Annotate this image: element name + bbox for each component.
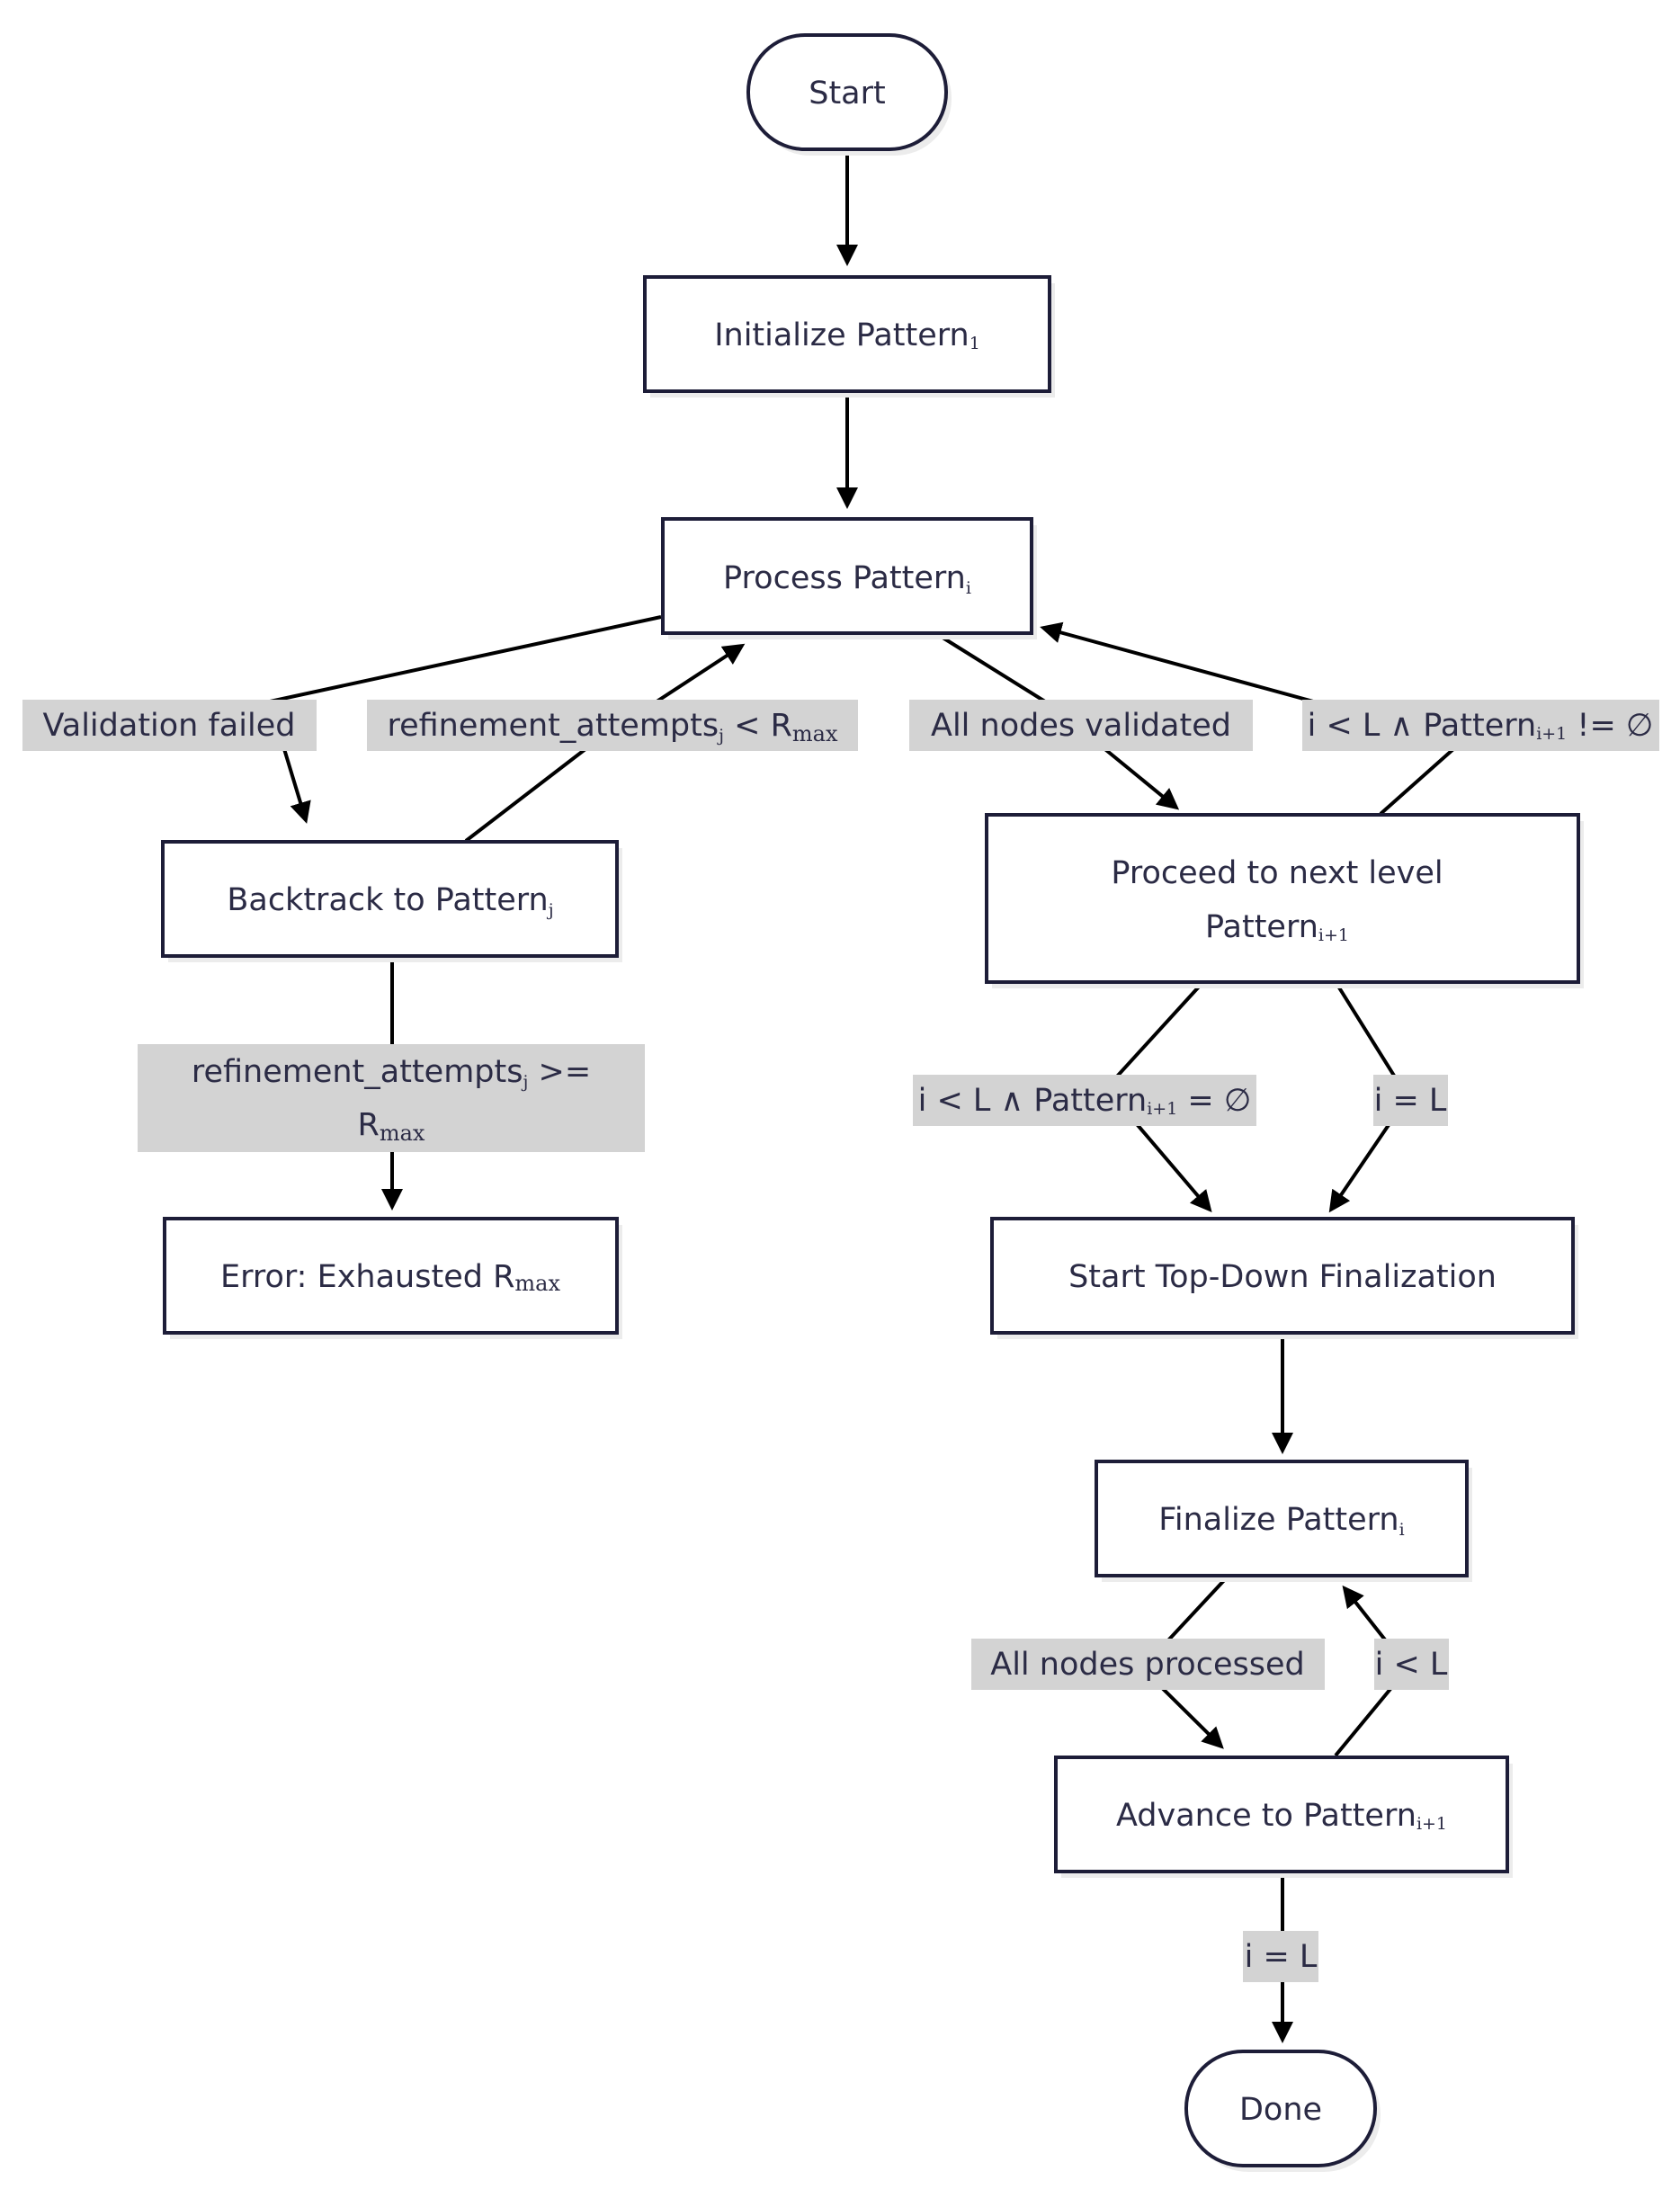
svg-text:Finalize Patterni: Finalize Patterni xyxy=(1158,1502,1404,1540)
svg-text:i < L ∧ Patterni+1 = ∅: i < L ∧ Patterni+1 = ∅ xyxy=(918,1083,1252,1119)
label-refine-ge-b: >= xyxy=(528,1054,591,1090)
node-topdown: Start Top-Down Finalization xyxy=(990,1217,1578,1339)
node-done: Done xyxy=(1184,2050,1381,2172)
label-validation-failed-text: Validation failed xyxy=(43,708,296,744)
label-i-eq-L-1-text: i = L xyxy=(1374,1083,1447,1119)
node-initialize-sub: 1 xyxy=(970,334,980,353)
node-topdown-label: Start Top-Down Finalization xyxy=(1068,1259,1497,1295)
label-i-eq-L-2-text: i = L xyxy=(1245,1939,1318,1975)
label-next-empty-asub: i+1 xyxy=(1147,1099,1177,1119)
node-finalize-sub: i xyxy=(1399,1520,1405,1540)
node-error-label: Error: Exhausted R xyxy=(220,1259,514,1295)
label-next-empty: i < L ∧ Patterni+1 = ∅ xyxy=(913,1075,1256,1126)
label-next-empty-b: = ∅ xyxy=(1177,1083,1251,1119)
label-next-nonempty-b: != ∅ xyxy=(1567,708,1653,744)
label-next-nonempty: i < L ∧ Patterni+1 != ∅ xyxy=(1302,700,1659,751)
label-refine-ge-line2: R xyxy=(358,1107,380,1143)
svg-text:Patterni+1: Patterni+1 xyxy=(1205,909,1349,945)
label-refine-lt-asub: j xyxy=(717,726,724,746)
svg-text:Advance to Patterni+1: Advance to Patterni+1 xyxy=(1116,1798,1447,1834)
svg-text:refinement_attemptsj >=: refinement_attemptsj >= xyxy=(192,1054,591,1092)
node-backtrack: Backtrack to Patternj xyxy=(161,840,622,962)
node-process: Process Patterni xyxy=(661,517,1037,639)
node-initialize-label: Initialize Pattern xyxy=(714,317,970,353)
label-refine-ge-line2sub: max xyxy=(380,1121,425,1146)
node-error-sub: max xyxy=(514,1271,560,1296)
svg-text:refinement_attemptsj < Rmax: refinement_attemptsj < Rmax xyxy=(387,708,838,746)
node-proceed-sub: i+1 xyxy=(1318,925,1349,945)
node-start: Start xyxy=(746,33,952,156)
node-proceed: Proceed to next level Patterni+1 xyxy=(985,813,1584,988)
node-finalize: Finalize Patterni xyxy=(1095,1460,1472,1582)
node-finalize-label: Finalize Pattern xyxy=(1158,1502,1399,1538)
label-i-eq-L-1: i = L xyxy=(1373,1075,1448,1126)
node-backtrack-label: Backtrack to Pattern xyxy=(227,882,548,918)
label-refine-lt: refinement_attemptsj < Rmax xyxy=(367,700,858,751)
node-advance-sub: i+1 xyxy=(1416,1814,1447,1834)
node-advance: Advance to Patterni+1 xyxy=(1054,1756,1513,1878)
node-done-label: Done xyxy=(1239,2092,1322,2128)
node-process-sub: i xyxy=(966,578,971,598)
label-i-lt-L: i < L xyxy=(1374,1639,1449,1690)
label-refine-lt-bsub: max xyxy=(792,721,838,746)
label-refine-ge-asub: j xyxy=(521,1072,528,1092)
svg-text:Process Patterni: Process Patterni xyxy=(723,560,971,598)
svg-text:i < L ∧ Patterni+1 != ∅: i < L ∧ Patterni+1 != ∅ xyxy=(1308,708,1654,744)
node-proceed-line1: Proceed to next level xyxy=(1111,855,1443,891)
label-refine-lt-b: < R xyxy=(724,708,792,744)
node-error: Error: Exhausted Rmax xyxy=(163,1217,622,1339)
label-refine-ge: refinement_attemptsj >= Rmax xyxy=(138,1044,645,1152)
label-next-nonempty-asub: i+1 xyxy=(1536,724,1567,744)
label-all-processed-text: All nodes processed xyxy=(990,1647,1304,1683)
node-process-label: Process Pattern xyxy=(723,560,966,596)
node-backtrack-sub: j xyxy=(547,900,554,920)
svg-text:Initialize Pattern1: Initialize Pattern1 xyxy=(714,317,980,353)
label-validation-failed: Validation failed xyxy=(22,700,317,751)
svg-text:Error: Exhausted Rmax: Error: Exhausted Rmax xyxy=(220,1259,560,1296)
label-refine-lt-a: refinement_attempts xyxy=(387,708,719,744)
label-i-lt-L-text: i < L xyxy=(1375,1647,1448,1683)
label-all-validated-text: All nodes validated xyxy=(931,708,1231,744)
label-refine-ge-a: refinement_attempts xyxy=(192,1054,523,1090)
svg-text:Backtrack to Patternj: Backtrack to Patternj xyxy=(227,882,553,920)
node-initialize: Initialize Pattern1 xyxy=(643,275,1055,398)
label-i-eq-L-2: i = L xyxy=(1243,1931,1318,1982)
node-advance-label: Advance to Pattern xyxy=(1116,1798,1416,1834)
node-start-label: Start xyxy=(809,76,886,112)
label-all-processed: All nodes processed xyxy=(971,1639,1325,1690)
node-proceed-line2: Pattern xyxy=(1205,909,1318,945)
label-next-empty-a: i < L ∧ Pattern xyxy=(918,1083,1148,1119)
label-next-nonempty-a: i < L ∧ Pattern xyxy=(1308,708,1537,744)
label-all-validated: All nodes validated xyxy=(909,700,1253,751)
svg-text:Rmax: Rmax xyxy=(358,1107,425,1146)
